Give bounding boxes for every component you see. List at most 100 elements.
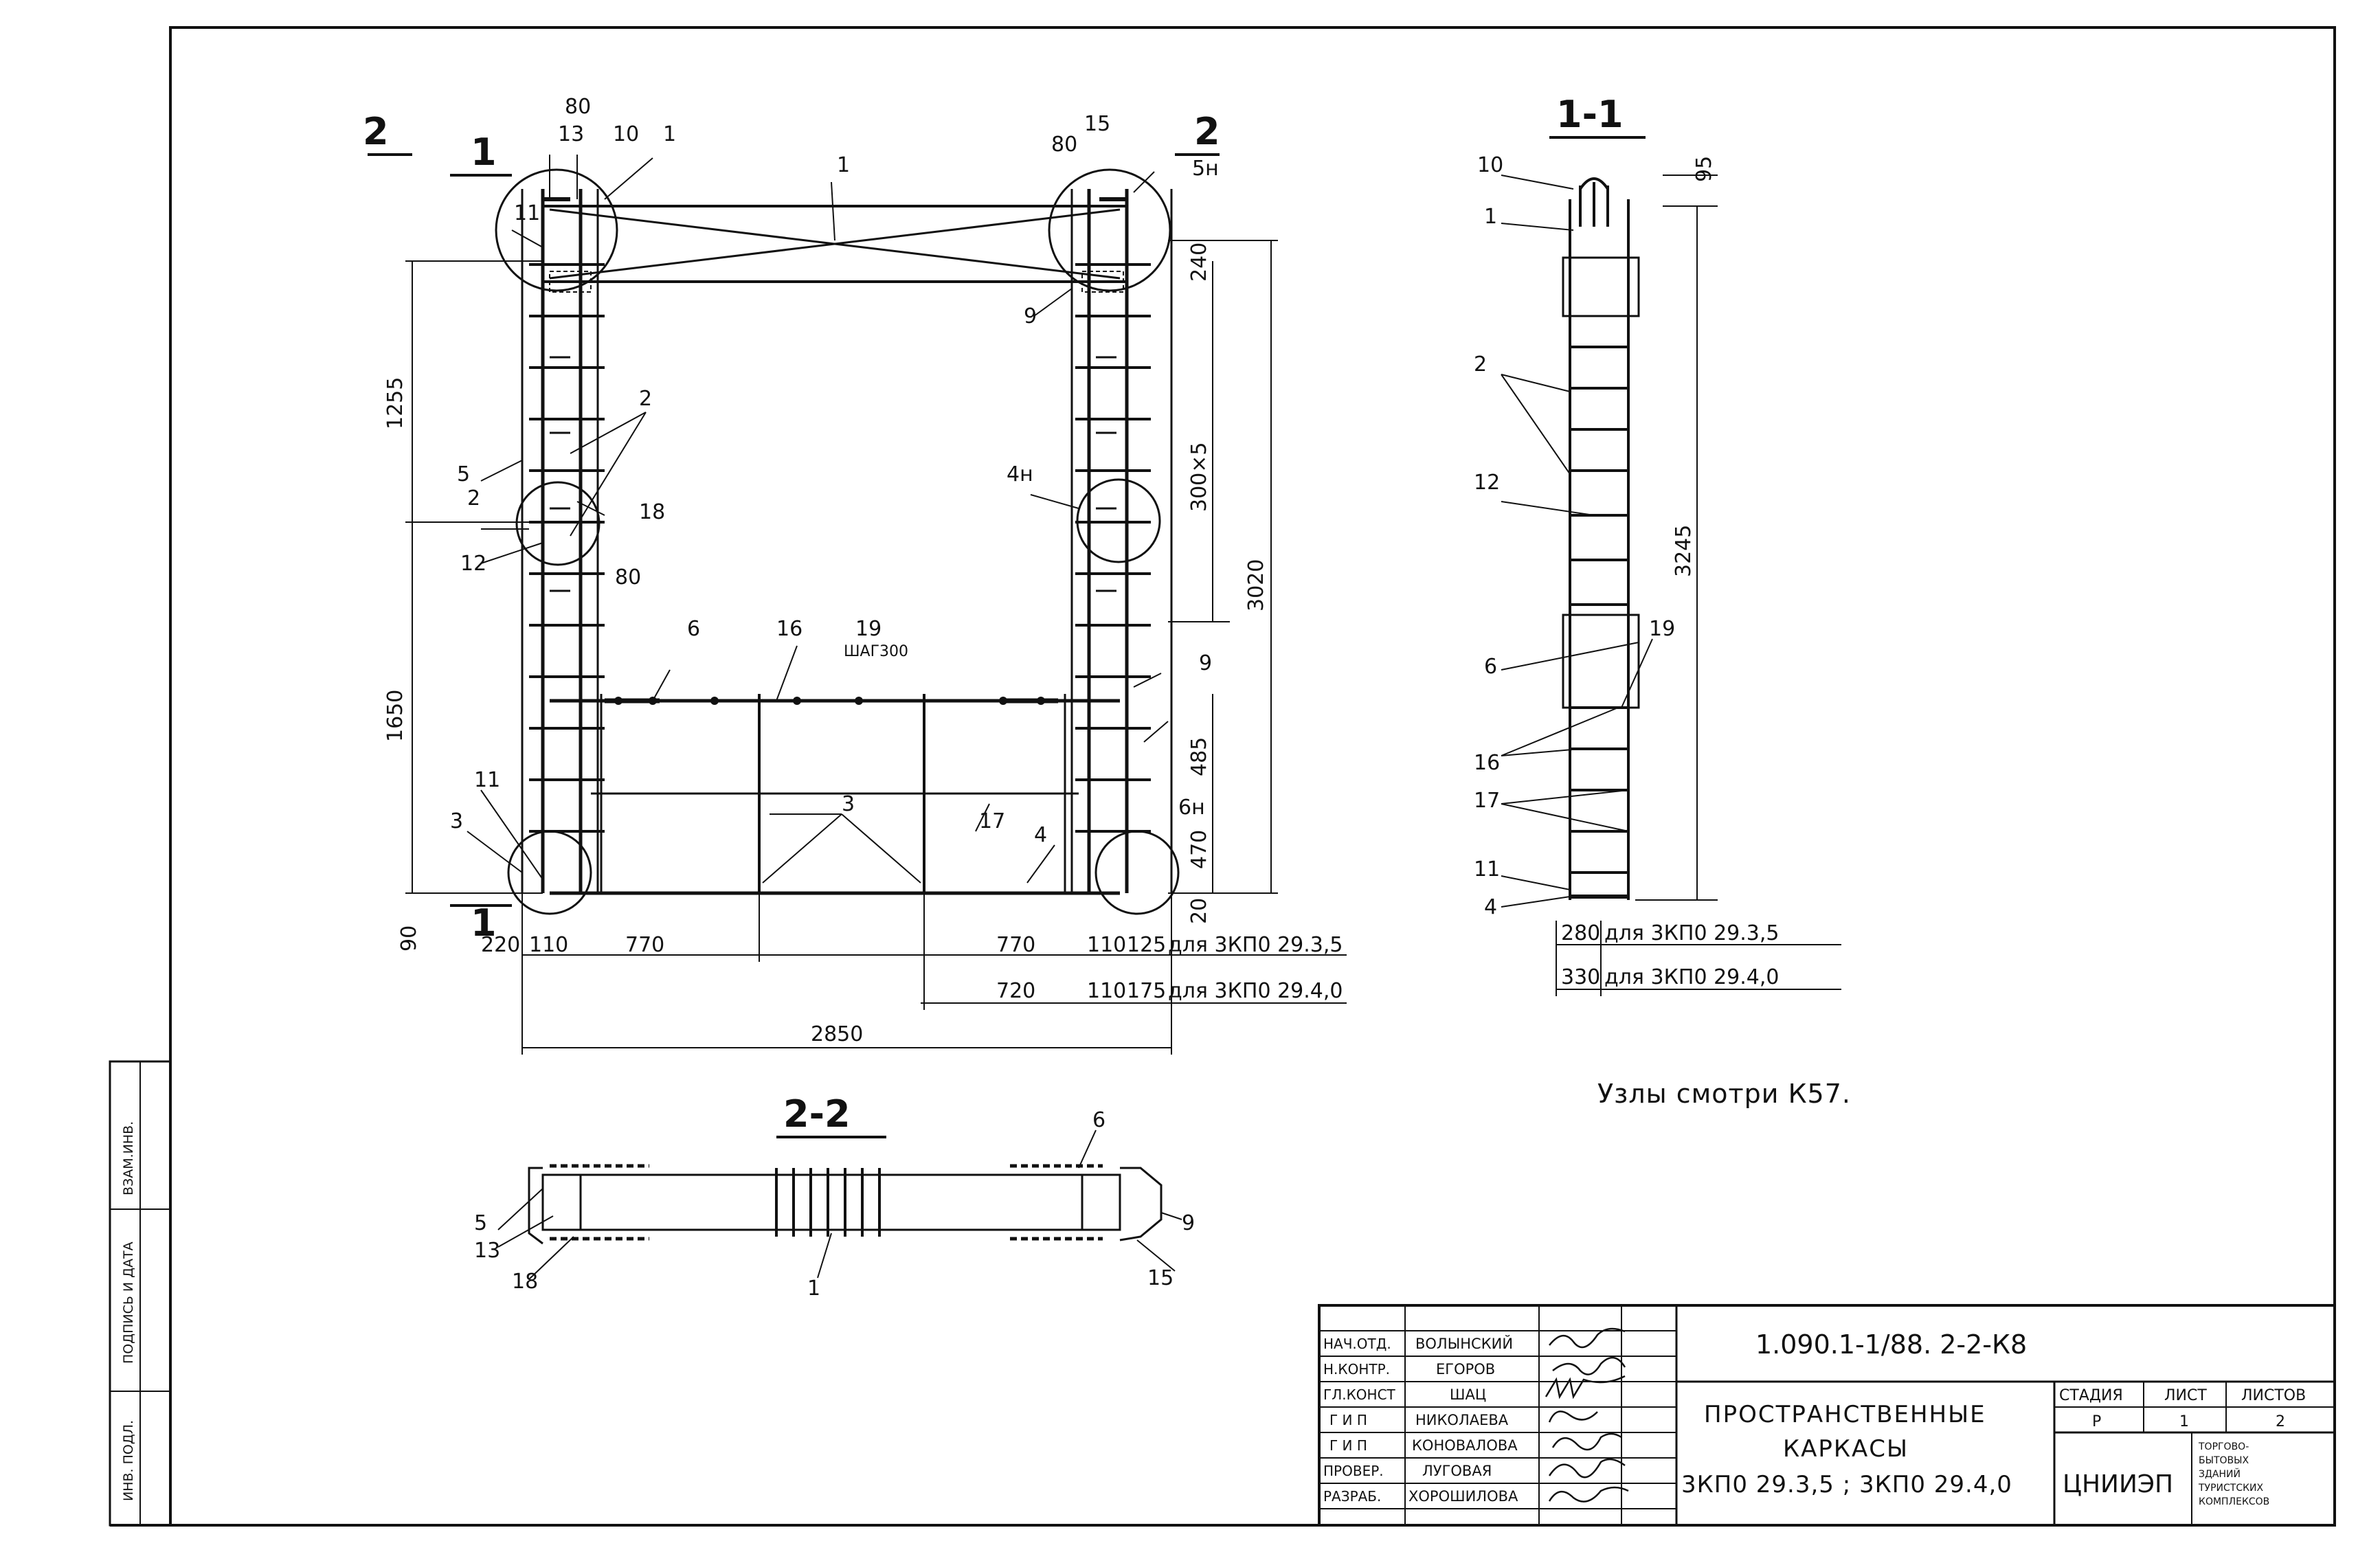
pos-5: 5 (457, 462, 470, 486)
dim-80-mid-left: 80 (615, 565, 641, 589)
tb-sheets-head: ЛИСТОВ (2241, 1387, 2306, 1404)
dim-770-right: 770 (996, 933, 1035, 957)
pos-13: 13 (558, 122, 584, 146)
pos-11-top: 11 (514, 201, 540, 225)
dim-20: 20 (1187, 898, 1211, 924)
tb-org-desc-1: ТОРГОВО- (2198, 1441, 2249, 1452)
cut-mark-2-right: 2 (1194, 110, 1220, 153)
s11-dim-95: 95 (1692, 156, 1716, 182)
s22-pos-9: 9 (1182, 1211, 1195, 1235)
nodes-note: Узлы смотри К57. (1597, 1079, 1851, 1109)
tb-org-desc-3: ЗДАНИЙ (2199, 1468, 2241, 1480)
tb-role-1: НАЧ.ОТД. (1323, 1336, 1391, 1352)
tb-stage: Р (2092, 1413, 2101, 1430)
tb-role-7: РАЗРАБ. (1323, 1488, 1381, 1505)
s11-pos-10: 10 (1477, 153, 1503, 177)
tb-sheet-head: ЛИСТ (2164, 1387, 2207, 1404)
crossbar (550, 694, 1120, 895)
pos-4: 4 (1034, 823, 1047, 847)
s11-pos-6: 6 (1484, 655, 1497, 679)
tb-sheet: 1 (2179, 1413, 2189, 1430)
dimension-lines (405, 240, 1347, 1055)
side-stamp-col2: ПОДПИСЬ И ДАТА (121, 1241, 136, 1364)
s11-dim-for-3-5: для 3КП0 29.3,5 (1604, 921, 1780, 945)
signatures (1545, 1327, 1629, 1503)
tb-name-6: ЛУГОВАЯ (1422, 1463, 1492, 1479)
pos-9-top: 9 (1024, 304, 1037, 328)
side-stamp: ВЗАМ.ИНВ. ПОДПИСЬ И ДАТА ИНВ. ПОДЛ. (109, 1060, 172, 1527)
dim-for-3-5: для 3КП0 29.3,5 (1168, 933, 1343, 957)
node-circles (495, 168, 1180, 915)
pos-11-bottom: 11 (474, 768, 500, 792)
node-4n: 4н (1007, 462, 1033, 486)
node-5n: 5н (1192, 157, 1219, 181)
dim-2850: 2850 (811, 1022, 863, 1046)
s11-pos-12: 12 (1474, 471, 1500, 495)
pos-19: 19 (855, 617, 882, 641)
tb-stage-head: СТАДИЯ (2059, 1387, 2123, 1404)
tb-title-line1: ПРОСТРАНСТВЕННЫЕ (1704, 1401, 1986, 1428)
s11-dim-3245: 3245 (1672, 525, 1696, 577)
dim-175: 175 (1127, 979, 1166, 1003)
dim-300x5: 300×5 (1187, 442, 1211, 512)
pos-10: 10 (613, 122, 639, 146)
s11-pos-11: 11 (1474, 857, 1500, 881)
side-stamp-col3: ИНВ. ПОДЛ. (121, 1420, 136, 1501)
dim-110-right: 110 (1087, 933, 1126, 957)
s22-pos-5: 5 (474, 1211, 487, 1235)
pos-1-upper: 1 (837, 153, 850, 177)
cut-marks (368, 153, 1220, 907)
cut-mark-1-bottom: 1 (471, 901, 497, 945)
pos-6: 6 (687, 617, 700, 641)
s22-pos-13: 13 (474, 1239, 500, 1263)
tb-name-3: ШАЦ (1450, 1386, 1486, 1403)
pos-16: 16 (776, 617, 802, 641)
dim-1650: 1650 (383, 690, 407, 742)
dim-470: 470 (1187, 830, 1211, 869)
pos-18: 18 (639, 500, 665, 524)
right-column (1070, 189, 1173, 893)
section-1-1-title: 1-1 (1556, 93, 1624, 136)
tb-role-2: Н.КОНТР. (1323, 1361, 1390, 1378)
section-2-2-title: 2-2 (783, 1092, 851, 1136)
tb-org-desc-4: ТУРИСТСКИХ (2198, 1483, 2264, 1494)
s11-dim-280: 280 (1561, 921, 1600, 945)
dim-80-top-left: 80 (565, 95, 591, 119)
s11-pos-17: 17 (1474, 789, 1500, 813)
left-column (521, 189, 605, 893)
s22-pos-18: 18 (512, 1270, 538, 1294)
pos-17: 17 (979, 809, 1005, 833)
pos-2-b: 2 (467, 486, 480, 510)
tb-role-3: ГЛ.КОНСТ (1323, 1386, 1396, 1403)
tb-doc-code: 1.090.1-1/88. 2-2-К8 (1755, 1329, 2027, 1360)
dim-220: 220 (481, 933, 520, 957)
leader-lines (467, 155, 1169, 884)
dim-125: 125 (1127, 933, 1166, 957)
side-stamp-col1: ВЗАМ.ИНВ. (121, 1121, 136, 1195)
title-block: НАЧ.ОТД. Н.КОНТР. ГЛ.КОНСТ Г И П Г И П П… (1318, 1304, 2336, 1527)
section-1-1: 1-1 (1474, 93, 1841, 996)
tb-title-line3: 3КП0 29.3,5 ; 3КП0 29.4,0 (1681, 1471, 2012, 1498)
tb-org-desc-2: БЫТОВЫХ (2199, 1455, 2249, 1466)
tb-org-desc-5: КОМПЛЕКСОВ (2199, 1496, 2269, 1507)
dim-110-left: 110 (529, 933, 568, 957)
tb-name-7: ХОРОШИЛОВА (1408, 1488, 1518, 1505)
dim-110-right-b: 110 (1087, 979, 1126, 1003)
s11-pos-2: 2 (1474, 352, 1487, 376)
pos-12: 12 (460, 552, 486, 576)
s11-pos-1: 1 (1484, 205, 1497, 229)
tb-sheets: 2 (2276, 1413, 2285, 1430)
tb-name-5: КОНОВАЛОВА (1412, 1437, 1518, 1454)
tb-name-2: ЕГОРОВ (1436, 1361, 1495, 1378)
sheet-frame (110, 26, 2336, 1527)
pos-1-top: 1 (663, 122, 676, 146)
s11-pos-4: 4 (1484, 895, 1497, 919)
dim-80-top-right: 80 (1051, 133, 1077, 157)
tb-title-line2: КАРКАСЫ (1783, 1435, 1909, 1463)
dim-720: 720 (996, 979, 1035, 1003)
s11-pos-16: 16 (1474, 751, 1500, 775)
top-chord (543, 197, 1127, 293)
tb-role-6: ПРОВЕР. (1323, 1463, 1384, 1479)
pos-19-note: ШАГ300 (844, 643, 908, 660)
